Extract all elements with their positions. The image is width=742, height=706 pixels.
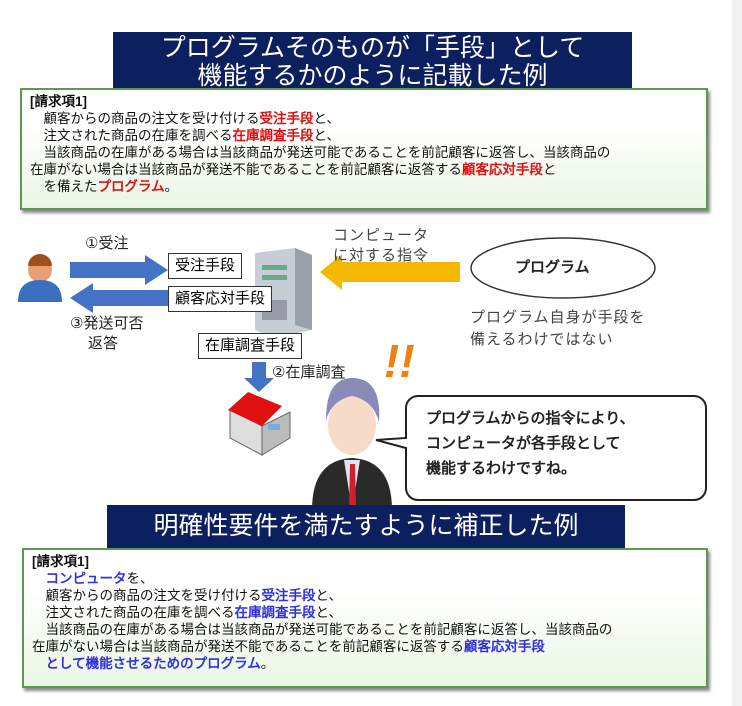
claim-heading: [請求項1] <box>30 94 87 109</box>
exclamation-marks: !! <box>384 335 415 387</box>
program-ellipse <box>470 237 656 299</box>
text: 在庫がない場合は当該商品が発送不能であることを前記顧客に返答する <box>32 639 464 654</box>
warehouse-icon <box>228 392 291 456</box>
title-after-line1: 明確性要件を満たすように補正した例 <box>153 512 579 540</box>
claim-before: [請求項1] 顧客からの商品の注文を受け付ける受注手段と、 注文された商品の在庫… <box>20 88 708 210</box>
highlight: 顧客応対手段 <box>461 162 543 177</box>
text: と、 <box>315 605 342 620</box>
claim-line: として機能させるためのプログラム。 <box>32 655 698 672</box>
stock-arrow <box>244 362 274 392</box>
command-label-1: コンピュータ <box>333 227 430 244</box>
diagram-graphics <box>18 237 707 510</box>
text: を、 <box>126 571 154 586</box>
claim-line: 在庫がない場合は当該商品が発送不能であることを前記顧客に返答する顧客応対手段と <box>30 161 698 178</box>
speech-line-3: 機能するわけですね。 <box>426 460 577 477</box>
highlight: として機能させるためのプログラム <box>45 656 261 671</box>
highlight: コンピュータ <box>45 571 127 586</box>
reply-label-2: 返答 <box>88 335 119 352</box>
command-label-2: に対する指令 <box>333 247 430 264</box>
character-illustration <box>312 378 392 510</box>
text <box>32 656 46 671</box>
text: と、 <box>315 588 342 603</box>
text: 。 <box>260 656 275 671</box>
highlight: 受注手段 <box>259 111 314 126</box>
claim-heading: [請求項1] <box>32 554 89 569</box>
reply-label-1: ③発送可否 <box>70 315 144 332</box>
text: 在庫がない場合は当該商品が発送不能であることを前記顧客に返答する <box>30 162 462 177</box>
box-stock-means: 在庫調査手段 <box>198 333 303 359</box>
customer-icon <box>18 254 62 302</box>
highlight: プログラム <box>97 179 165 194</box>
text: を備えた <box>30 179 98 194</box>
server-icon <box>255 248 312 338</box>
text: と <box>542 162 557 177</box>
speech-line-1: プログラムからの指令により、 <box>426 410 635 427</box>
highlight: 顧客応対手段 <box>463 639 545 654</box>
reply-arrow <box>70 283 168 313</box>
claim-line: 顧客からの商品の注文を受け付ける受注手段と、 <box>30 110 698 127</box>
speech-line-2: コンピュータが各手段として <box>426 435 621 452</box>
text: と、 <box>313 128 340 143</box>
title-before: プログラムそのものが「手段」として 機能するかのように記載した例 <box>113 32 632 92</box>
claim-line: 注文された商品の在庫を調べる在庫調査手段と、 <box>30 127 698 144</box>
text: 。 <box>164 179 179 194</box>
text: 顧客からの商品の注文を受け付ける <box>32 588 262 603</box>
claim-line: 注文された商品の在庫を調べる在庫調査手段と、 <box>32 604 698 621</box>
text: 注文された商品の在庫を調べる <box>32 605 235 620</box>
text: と、 <box>313 111 340 126</box>
claim-line: を備えたプログラム。 <box>30 178 698 195</box>
box-order-means: 受注手段 <box>168 253 243 279</box>
highlight: 在庫調査手段 <box>232 128 314 143</box>
claim-line: 当該商品の在庫がある場合は当該商品が発送可能であることを前記顧客に返答し、当該商… <box>30 145 611 160</box>
claim-line: コンピュータを、 <box>32 570 698 587</box>
text: 顧客からの商品の注文を受け付ける <box>30 111 260 126</box>
order-label: ①受注 <box>85 235 129 252</box>
title-before-line1: プログラムそのものが「手段」として <box>160 34 585 62</box>
claim-line: 顧客からの商品の注文を受け付ける受注手段と、 <box>32 587 698 604</box>
text <box>32 571 46 586</box>
program-label: プログラム <box>515 259 590 276</box>
highlight: 在庫調査手段 <box>234 605 316 620</box>
claim-line: 在庫がない場合は当該商品が発送不能であることを前記顧客に返答する顧客応対手段 <box>32 638 698 655</box>
box-customer-means: 顧客応対手段 <box>168 286 273 312</box>
claim-line: 当該商品の在庫がある場合は当該商品が発送可能であることを前記顧客に返答し、当該商… <box>32 622 613 637</box>
stock-label: ②在庫調査 <box>272 364 346 381</box>
title-before-line2: 機能するかのように記載した例 <box>197 62 548 90</box>
order-arrow <box>70 255 168 285</box>
text: 注文された商品の在庫を調べる <box>30 128 233 143</box>
scrollbar-track <box>732 0 742 706</box>
highlight: 受注手段 <box>261 588 316 603</box>
program-note-2: 備えるわけではない <box>470 331 614 348</box>
speech-bubble <box>375 395 707 501</box>
command-arrow <box>320 254 460 290</box>
title-after: 明確性要件を満たすように補正した例 <box>107 505 625 548</box>
claim-after: [請求項1] コンピュータを、 顧客からの商品の注文を受け付ける受注手段と、 注… <box>22 548 708 688</box>
program-note-1: プログラム自身が手段を <box>470 309 646 326</box>
